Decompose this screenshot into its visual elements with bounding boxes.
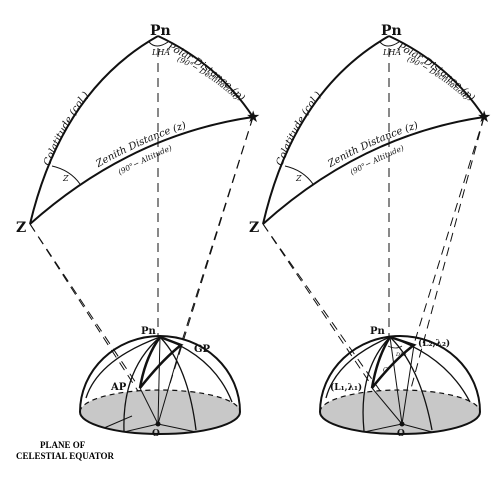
left-colatitude-arc: [29, 35, 159, 225]
left-gp-label: GP: [194, 344, 211, 355]
right-lha-label: LHA: [382, 48, 401, 57]
plane-label-line-1: PLANE OF: [40, 440, 86, 450]
right-projection-lines: [262, 48, 485, 423]
left-plane-of-equator: [80, 390, 240, 434]
left-projection-lines: [29, 48, 254, 423]
right-sphere-pole-label: Pn: [370, 326, 386, 337]
left-colatitude-label: Colatitude (col.): [42, 90, 92, 167]
right-zenith-distance-arc: [262, 116, 485, 225]
left-sphere-pole-label: Pn: [141, 326, 157, 337]
left-equator-front: [79, 411, 241, 435]
left-plane-leader-line: [103, 415, 133, 429]
right-center-label: O: [397, 429, 405, 439]
right-diagram: Pn Z LHA Z ★ Colatitude (col.) Polar Dis…: [249, 23, 491, 439]
right-hemisphere-dome: [319, 335, 481, 413]
left-lha-label: LHA: [151, 48, 170, 57]
left-center-label: O: [152, 429, 160, 439]
right-small-triangle: [370, 335, 417, 389]
left-zenith-distance-arc: [29, 116, 254, 225]
right-azimuth-angle-arc: [284, 165, 314, 185]
plane-label-line-2: CELESTIAL EQUATOR: [16, 451, 114, 461]
right-dlo-label: DLo: [395, 352, 406, 358]
left-zenith-label: Z: [16, 220, 26, 236]
right-point-1-label: (L₁,λ₁): [330, 382, 362, 393]
left-ap-label: AP: [110, 382, 127, 393]
left-azimuth-angle-label: Z: [62, 174, 69, 183]
left-azimuth-angle-arc: [51, 165, 81, 185]
left-diagram: Pn Z LHA Z ★ Colatitude (col.) Polar Dis…: [16, 23, 260, 461]
right-point-2-label: (L₂,λ₂): [418, 338, 450, 349]
left-center-dot: [155, 421, 161, 427]
left-declination-note: (90°− Declination): [176, 54, 241, 101]
left-equator-back: [79, 389, 241, 413]
right-c-label: C: [383, 367, 388, 374]
right-dlo-angle-arc: [387, 345, 403, 349]
left-polar-distance-arc: [157, 35, 254, 118]
right-polar-distance-arc: [388, 35, 485, 118]
right-lha-angle-arc: [379, 41, 400, 47]
right-zenith-label: Z: [249, 220, 259, 236]
right-equator-front: [319, 411, 481, 435]
right-colatitude-arc: [262, 35, 390, 225]
right-declination-note: (90°− Declination): [406, 54, 471, 101]
right-colatitude-label: Colatitude (col.): [275, 90, 324, 168]
right-star-icon: ★: [477, 107, 491, 126]
right-equator-back: [319, 389, 481, 413]
left-center-rays: [123, 336, 197, 433]
left-pole-label: Pn: [150, 23, 171, 39]
right-center-dot: [399, 421, 405, 427]
right-center-rays: [363, 336, 433, 433]
left-small-triangle: [138, 335, 184, 389]
left-star-icon: ★: [246, 107, 260, 126]
left-lha-angle-arc: [148, 41, 169, 47]
right-azimuth-angle-label: Z: [295, 174, 302, 183]
right-pole-label: Pn: [381, 23, 402, 39]
